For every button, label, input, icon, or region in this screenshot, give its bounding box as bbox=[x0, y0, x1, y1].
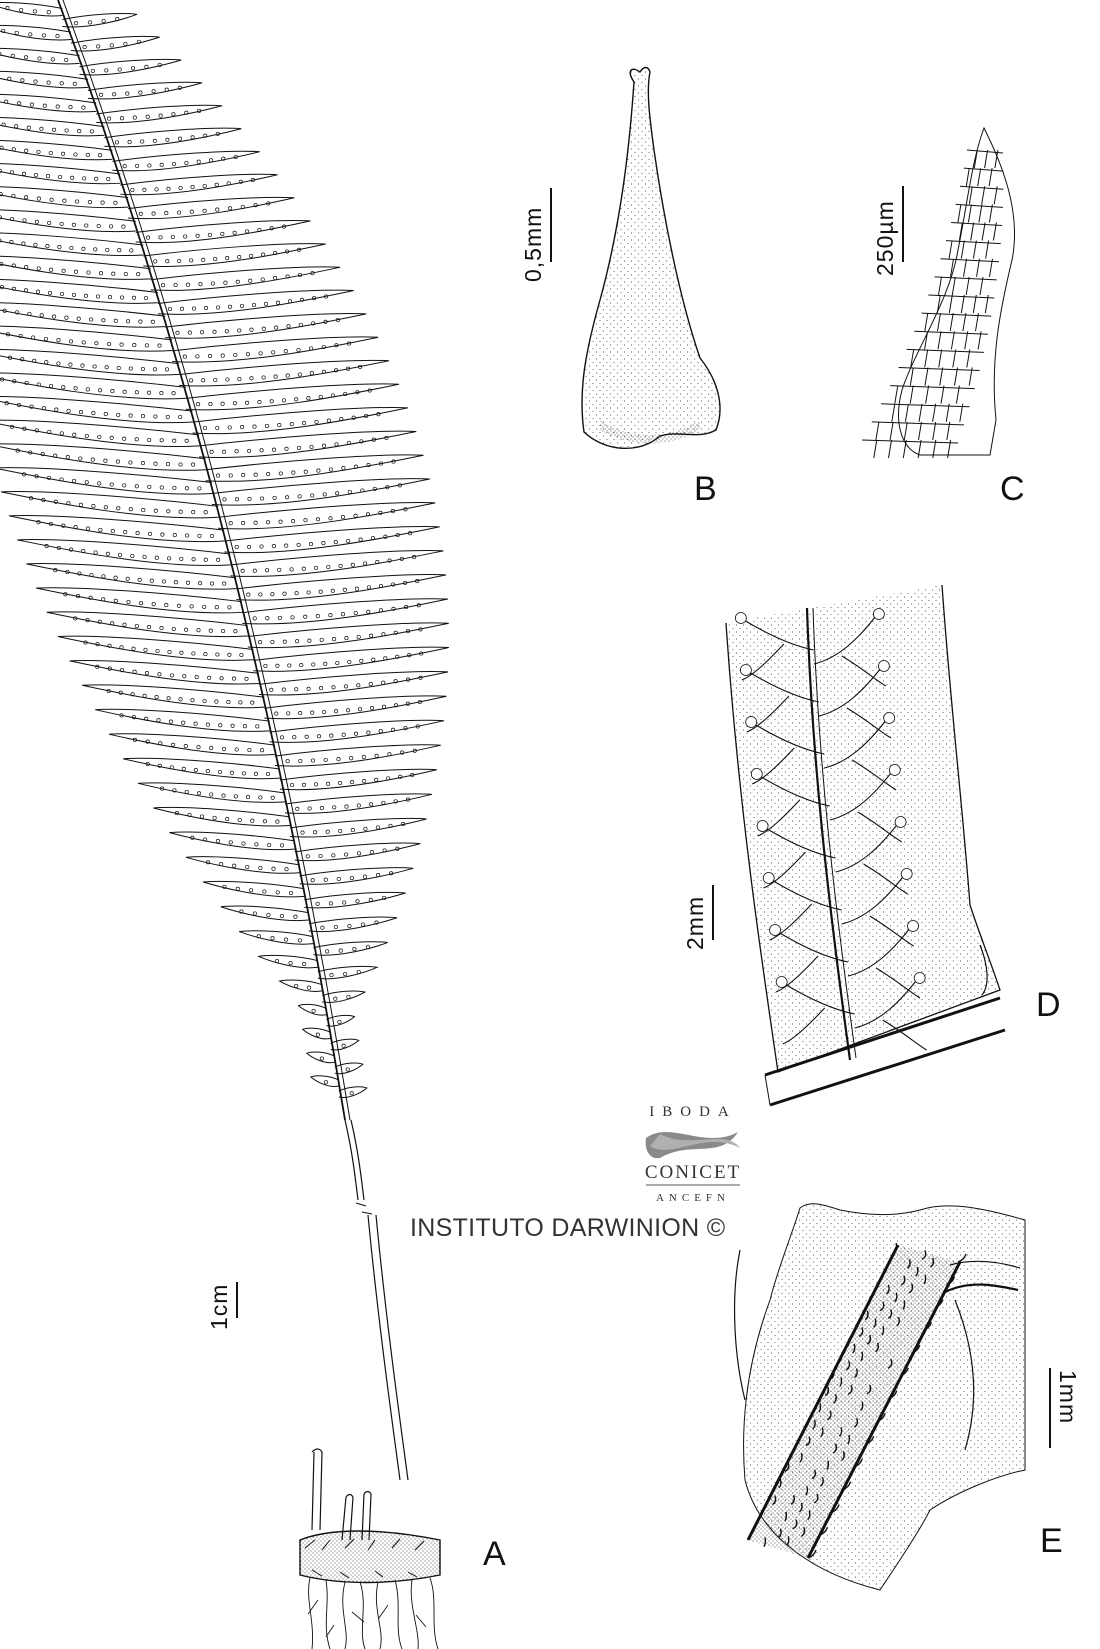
frond-rachis-shadow bbox=[62, 0, 351, 1121]
cell-grid bbox=[861, 149, 1004, 459]
credit-text: INSTITUTO DARWINION © bbox=[410, 1214, 726, 1242]
scale-label-d: 2mm bbox=[682, 896, 708, 950]
pinna-venation-illustration bbox=[725, 584, 1006, 1107]
institution-logo: IBODA CONICET ANCEFN bbox=[645, 1104, 741, 1204]
pinna-costa bbox=[805, 607, 852, 1061]
panel-letter-c: C bbox=[1000, 470, 1025, 508]
frond-pinnae bbox=[0, 2, 449, 1098]
scale-label-b: 0,5mm bbox=[520, 207, 546, 282]
pinna-rachis-base bbox=[764, 996, 1006, 1107]
scale-label-e: 1mm bbox=[1055, 1370, 1081, 1424]
panel-letter-e: E bbox=[1040, 1522, 1063, 1560]
old-stipe-bases bbox=[311, 1448, 372, 1541]
scale-cells-illustration bbox=[861, 126, 1016, 459]
scale-illustration bbox=[581, 66, 721, 449]
roots bbox=[307, 1577, 439, 1649]
logo-text-bottom: ANCEFN bbox=[656, 1192, 730, 1204]
logo-mark bbox=[645, 1132, 740, 1159]
panel-letter-a: A bbox=[483, 1535, 506, 1573]
panel-letter-b: B bbox=[694, 470, 717, 508]
scale-outline bbox=[581, 66, 721, 449]
sori bbox=[734, 608, 926, 988]
pinna-veins bbox=[741, 615, 927, 1051]
frond-illustration bbox=[0, 0, 449, 1649]
panel-letter-d: D bbox=[1036, 986, 1061, 1024]
logo-text-middle: CONICET bbox=[645, 1162, 741, 1183]
rachis-hairs bbox=[763, 1242, 967, 1559]
logo-text-top: IBODA bbox=[649, 1104, 737, 1120]
scale-label-a: 1cm bbox=[206, 1284, 232, 1330]
rachis-band bbox=[748, 1245, 960, 1558]
frond-stipe bbox=[344, 1119, 409, 1481]
frond-rachis bbox=[57, 0, 346, 1121]
rachis-hairs-illustration bbox=[733, 1203, 1026, 1591]
pinna-segment bbox=[725, 584, 1001, 1073]
cell-strip-outline bbox=[898, 126, 1016, 456]
scale-label-c: 250µm bbox=[872, 200, 898, 276]
rhizome bbox=[299, 1530, 441, 1584]
